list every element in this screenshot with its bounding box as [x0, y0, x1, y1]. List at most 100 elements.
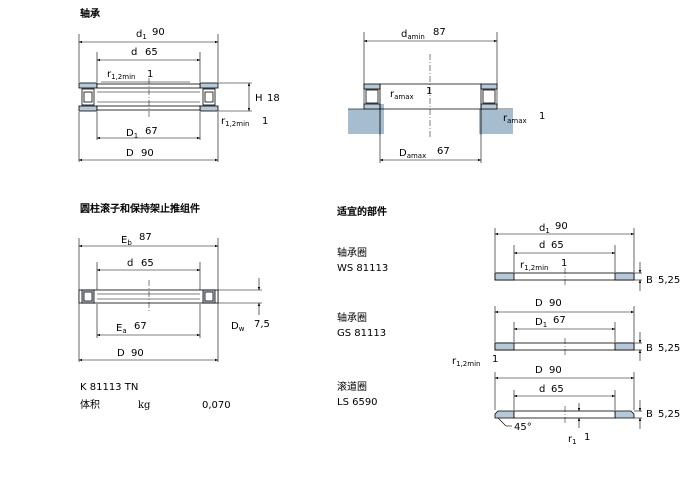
Eb-value: 87: [139, 232, 152, 243]
abut-washer-bl: [363, 103, 381, 110]
da-min-value: 87: [433, 27, 446, 38]
Ea-symbol: Ea: [116, 323, 127, 335]
cage-d-value: 65: [141, 258, 154, 269]
D1-value: 67: [145, 126, 158, 137]
ls-ring-left: [494, 410, 515, 419]
d1-symbol: d1: [136, 29, 147, 41]
gs-D-value: 90: [549, 298, 562, 309]
ws-d-symbol: d: [539, 240, 545, 251]
housing-left-shading: [348, 104, 384, 134]
gs-label: 轴承圈: [337, 311, 367, 324]
shaft-washer-right: [199, 105, 219, 112]
cage-D-value: 90: [131, 348, 144, 359]
cage-D-symbol: D: [117, 348, 125, 359]
d-value: 65: [145, 47, 158, 58]
ws-B-value: 5,25: [658, 275, 680, 286]
designation: K 81113 TN: [80, 382, 138, 393]
ls-chamfer-line: [497, 417, 507, 427]
ws-d-value: 65: [551, 240, 564, 251]
Eb-symbol: Eb: [121, 235, 132, 247]
cage-d-symbol: d: [127, 258, 133, 269]
ls-ring: [513, 410, 616, 419]
roller-left-inner: [83, 91, 93, 103]
ls-D-value: 90: [549, 365, 562, 376]
H-symbol: H: [255, 93, 263, 104]
D1-symbol: D1: [126, 128, 138, 140]
ls-d-value: 65: [551, 384, 564, 395]
ws-ring-right: [614, 272, 635, 281]
ls-r-symbol: r1: [568, 434, 577, 446]
H-value: 18: [267, 93, 280, 104]
housing-right-shading: [479, 109, 513, 134]
abut-roller-right: [482, 89, 496, 104]
ra-left-value: 1: [426, 86, 432, 97]
ws-r-symbol: r1,2min: [520, 260, 548, 272]
bearing-heading: 轴承: [80, 7, 100, 20]
ws-ring-left: [494, 272, 515, 281]
housing-washer-right: [199, 82, 219, 89]
ra-right-symbol: ramax: [503, 113, 527, 125]
r12-value: 1: [147, 69, 153, 80]
ws-d1-symbol: d1: [539, 223, 550, 235]
da-min-symbol: damin: [401, 29, 425, 41]
ws-B-symbol: B: [646, 275, 653, 286]
gs-section: 轴承圈 GS 81113 D 90 D1 67 r1,2min 1 B 5,25: [337, 298, 680, 368]
gs-r-value: 1: [492, 354, 498, 365]
gs-B-value: 5,25: [658, 343, 680, 354]
ls-B-value: 5,25: [658, 409, 680, 420]
cage-body: [78, 289, 219, 304]
roller-right-inner: [204, 91, 214, 103]
cage-roller-left-inner: [83, 291, 93, 302]
ws-section: 轴承圈 WS 81113 d1 90 d 65 r1,2min 1 B 5,25: [337, 221, 680, 291]
bearing-drawing: 轴承 d1 90 d 65 r1,2min 1: [78, 7, 280, 162]
gs-ring: [494, 342, 635, 351]
ls-section: 滚道圈 LS 6590 D 90 d 65 45° r1 1: [337, 365, 680, 446]
shaft-washer-inner: [96, 105, 201, 111]
ws-code: WS 81113: [337, 263, 388, 274]
shaft-washer-left: [78, 105, 98, 112]
housing-washer-inner: [96, 83, 201, 89]
housing-washer-left: [78, 82, 98, 89]
gs-D1-value: 67: [553, 315, 566, 326]
gs-r-symbol: r1,2min: [452, 356, 480, 368]
r12-right-value: 1: [262, 116, 268, 127]
ls-label: 滚道圈: [337, 380, 367, 393]
abutment-drawing: damin 87 ramax 1 ramax 1 Damax 67: [348, 27, 545, 163]
r12-symbol: r1,2min: [107, 69, 135, 81]
Da-max-value: 67: [437, 146, 450, 157]
cage-heading: 圆柱滚子和保持架止推组件: [80, 202, 200, 215]
ls-angle: 45°: [514, 422, 532, 433]
suitable-heading: 适宜的部件: [337, 205, 387, 218]
ra-right-value: 1: [539, 111, 545, 122]
cage-roller-right-inner: [204, 291, 214, 302]
ws-d1-value: 90: [555, 221, 568, 232]
Ea-value: 67: [134, 321, 147, 332]
gs-B-symbol: B: [646, 343, 653, 354]
ls-r-value: 1: [584, 432, 590, 443]
cage-drawing: 圆柱滚子和保持架止推组件 Eb 87 d 65 Dw 7,5 Ea 67: [78, 202, 270, 411]
gs-D-symbol: D: [535, 298, 543, 309]
abut-washer-tl: [363, 83, 381, 90]
Da-max-symbol: Damax: [399, 148, 426, 160]
gs-D1-symbol: D1: [535, 317, 547, 329]
Dw-symbol: Dw: [231, 321, 245, 333]
ls-d-symbol: d: [539, 384, 545, 395]
d-symbol: d: [131, 47, 137, 58]
ls-ring-right: [614, 410, 635, 419]
Dw-value: 7,5: [254, 319, 270, 330]
ws-r-value: 1: [561, 258, 567, 269]
gs-code: GS 81113: [337, 328, 386, 339]
r12-right-symbol: r1,2min: [221, 116, 249, 128]
mass-value: 0,070: [202, 400, 231, 411]
mass-unit: kg: [138, 400, 151, 411]
D-value: 90: [141, 148, 154, 159]
gs-ring-left: [494, 342, 515, 351]
ws-label: 轴承圈: [337, 246, 367, 259]
ls-D-symbol: D: [535, 365, 543, 376]
ls-code: LS 6590: [337, 397, 378, 408]
gs-ring-right: [614, 342, 635, 351]
ls-B-symbol: B: [646, 409, 653, 420]
abut-washer-br: [480, 103, 498, 110]
D-symbol: D: [126, 148, 134, 159]
